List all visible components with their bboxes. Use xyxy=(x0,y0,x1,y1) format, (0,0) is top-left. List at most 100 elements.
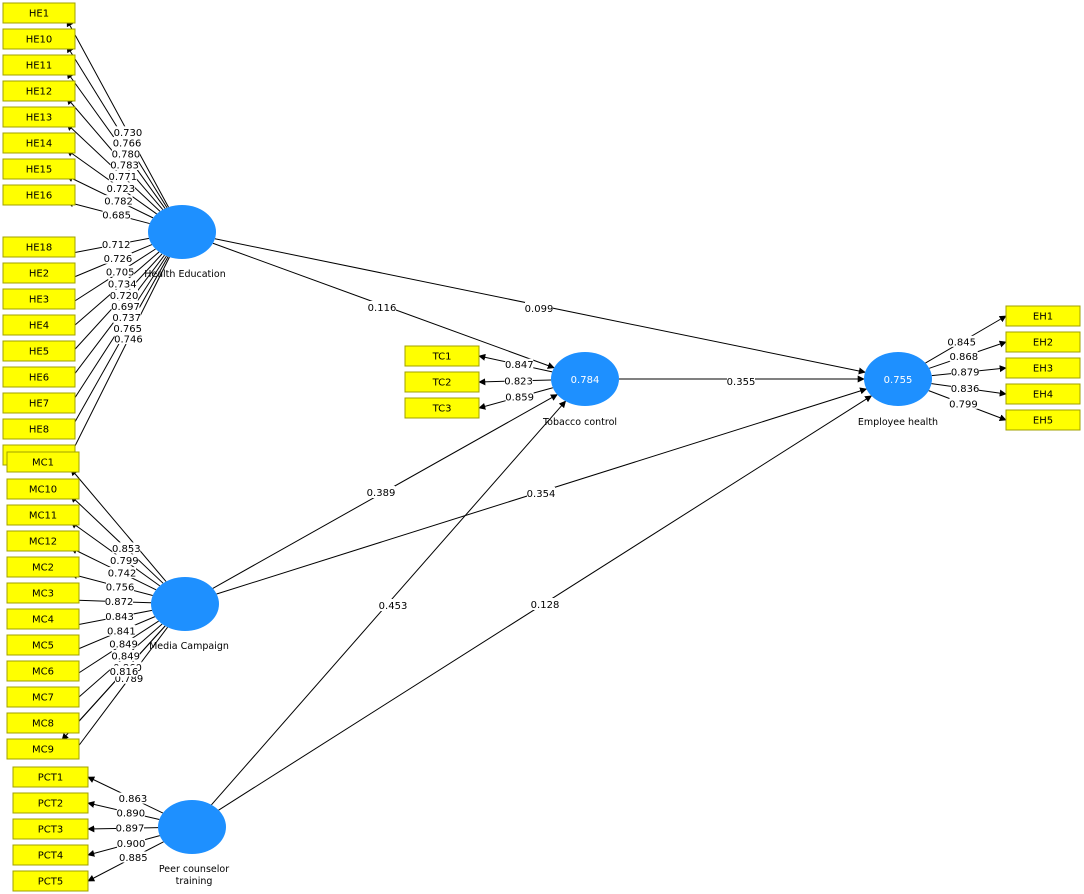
indicator-label: EH3 xyxy=(1033,364,1053,375)
indicator-label: PCT3 xyxy=(38,825,63,836)
indicator-tc3[interactable]: TC3 xyxy=(404,397,480,419)
path-coef-he-tc: 0.116 xyxy=(368,303,397,314)
indicator-he7[interactable]: HE7 xyxy=(2,392,76,414)
indicator-label: HE8 xyxy=(29,425,49,436)
indicator-mc8[interactable]: MC8 xyxy=(6,712,80,734)
indicator-he2[interactable]: HE2 xyxy=(2,262,76,284)
loading-label-he16: 0.685 xyxy=(102,210,131,221)
indicator-he6[interactable]: HE6 xyxy=(2,366,76,388)
loading-label-bg xyxy=(102,208,131,220)
loading-label-mc4: 0.843 xyxy=(105,612,134,623)
indicator-label: HE3 xyxy=(29,295,49,306)
indicator-label: MC2 xyxy=(32,563,54,574)
loading-label-bg xyxy=(105,595,134,607)
indicator-box xyxy=(6,634,80,656)
indicator-eh4[interactable]: EH4 xyxy=(1005,383,1081,405)
loading-label-bg xyxy=(116,806,145,818)
indicator-he1[interactable]: HE1 xyxy=(2,2,76,24)
indicator-tc2[interactable]: TC2 xyxy=(404,371,480,393)
indicator-box xyxy=(1005,409,1081,431)
latent-media-campaign[interactable]: Media Campaign xyxy=(149,577,229,652)
path-coef-bg xyxy=(531,598,559,610)
indicator-box xyxy=(404,345,480,367)
path-coef-mc-tc: 0.389 xyxy=(367,488,396,499)
indicator-mc3[interactable]: MC3 xyxy=(6,582,80,604)
indicator-he13[interactable]: HE13 xyxy=(2,106,76,128)
path-coef-pct-eh: 0.128 xyxy=(531,600,560,611)
indicator-box xyxy=(2,80,76,102)
loading-arrow-he14 xyxy=(66,149,157,215)
indicator-he4[interactable]: HE4 xyxy=(2,314,76,336)
loading-label-bg xyxy=(108,277,137,289)
loading-label-mc3: 0.872 xyxy=(105,597,134,608)
indicator-label: EH4 xyxy=(1033,390,1053,401)
indicator-he5[interactable]: HE5 xyxy=(2,340,76,362)
loading-label-bg xyxy=(116,822,145,834)
indicator-label: MC3 xyxy=(32,589,54,600)
indicator-mc12[interactable]: MC12 xyxy=(6,530,80,552)
indicator-pct1[interactable]: PCT1 xyxy=(12,766,89,788)
latent-r2-value: 0.784 xyxy=(571,375,600,386)
indicator-label: HE14 xyxy=(26,139,53,150)
indicator-mc6[interactable]: MC6 xyxy=(6,660,80,682)
latent-ellipse xyxy=(551,352,619,406)
indicator-tc1[interactable]: TC1 xyxy=(404,345,480,367)
indicator-eh2[interactable]: EH2 xyxy=(1005,331,1081,353)
indicator-label: HE13 xyxy=(26,113,53,124)
loading-arrow-he9 xyxy=(66,256,170,463)
indicator-mc7[interactable]: MC7 xyxy=(6,686,80,708)
loading-label-he15: 0.782 xyxy=(104,197,133,208)
indicator-mc11[interactable]: MC11 xyxy=(6,504,80,526)
indicator-eh5[interactable]: EH5 xyxy=(1005,409,1081,431)
loading-label-bg xyxy=(104,195,133,207)
loading-label-mc7: 0.849 xyxy=(111,652,140,663)
indicator-box xyxy=(2,184,76,206)
indicator-mc1[interactable]: MC1 xyxy=(6,451,80,473)
indicator-label: EH1 xyxy=(1033,312,1053,323)
indicator-he10[interactable]: HE10 xyxy=(2,28,76,50)
indicator-pct3[interactable]: PCT3 xyxy=(12,818,89,840)
loading-label-tc2: 0.823 xyxy=(504,376,533,387)
indicator-label: MC11 xyxy=(29,511,57,522)
loading-label-tc3: 0.859 xyxy=(505,392,534,403)
indicator-eh1[interactable]: EH1 xyxy=(1005,305,1081,327)
indicator-he15[interactable]: HE15 xyxy=(2,158,76,180)
indicator-he18[interactable]: HE18 xyxy=(2,236,76,258)
indicator-he16[interactable]: HE16 xyxy=(2,184,76,206)
indicator-pct4[interactable]: PCT4 xyxy=(12,844,89,866)
indicator-he11[interactable]: HE11 xyxy=(2,54,76,76)
indicator-mc5[interactable]: MC5 xyxy=(6,634,80,656)
indicator-he12[interactable]: HE12 xyxy=(2,80,76,102)
indicator-box xyxy=(12,766,89,788)
indicator-he8[interactable]: HE8 xyxy=(2,418,76,440)
indicator-box xyxy=(6,530,80,552)
loading-label-he9: 0.746 xyxy=(114,335,143,346)
loading-label-bg xyxy=(504,374,533,386)
path-coef-pct-tc: 0.453 xyxy=(379,601,408,612)
indicator-label: PCT5 xyxy=(38,877,63,888)
indicator-label: HE10 xyxy=(26,35,53,46)
loading-label-bg xyxy=(110,289,139,301)
loading-label-bg xyxy=(113,126,142,138)
indicator-mc9[interactable]: MC9 xyxy=(6,738,80,760)
indicator-box xyxy=(2,288,76,310)
loading-label-bg xyxy=(505,358,534,370)
indicator-pct2[interactable]: PCT2 xyxy=(12,792,89,814)
indicator-mc4[interactable]: MC4 xyxy=(6,608,80,630)
indicator-mc10[interactable]: MC10 xyxy=(6,478,80,500)
indicator-label: HE1 xyxy=(29,9,49,20)
indicator-he3[interactable]: HE3 xyxy=(2,288,76,310)
indicator-box xyxy=(1005,357,1081,379)
loading-arrow-he8 xyxy=(66,256,169,437)
indicator-he14[interactable]: HE14 xyxy=(2,132,76,154)
indicator-eh3[interactable]: EH3 xyxy=(1005,357,1081,379)
indicator-pct5[interactable]: PCT5 xyxy=(12,870,89,892)
latent-health-education[interactable]: Health Education xyxy=(144,205,226,280)
loading-label-mc12: 0.742 xyxy=(108,569,137,580)
latent-ellipse xyxy=(148,205,216,259)
indicator-mc2[interactable]: MC2 xyxy=(6,556,80,578)
